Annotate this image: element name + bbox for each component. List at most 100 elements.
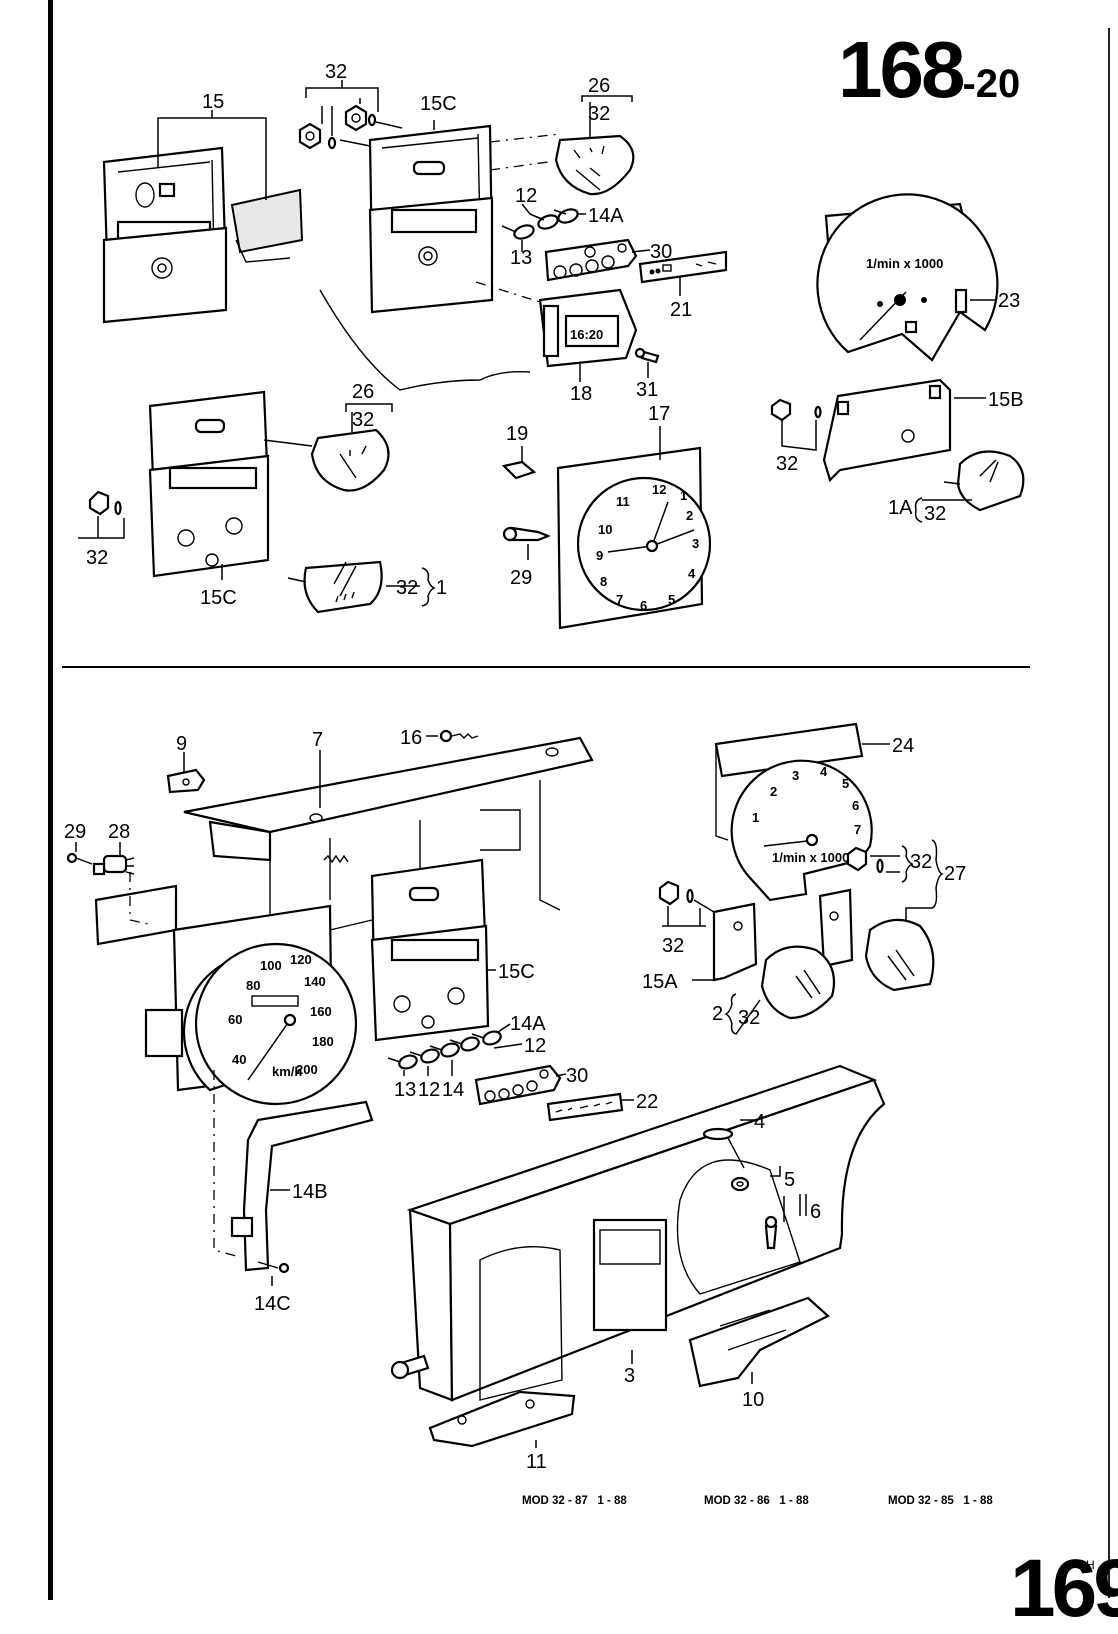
tacho-num-1: 1 bbox=[752, 810, 759, 825]
clock-display-text: 16:20 bbox=[570, 327, 603, 342]
callout-2: 2 bbox=[712, 1003, 723, 1025]
speedo-num-40: 40 bbox=[232, 1052, 246, 1067]
clock-num-2: 2 bbox=[686, 508, 693, 523]
leader-30-bottom bbox=[555, 1073, 567, 1077]
part-3-cluster-housing bbox=[390, 1064, 886, 1402]
tacho-num-2: 2 bbox=[770, 784, 777, 799]
callout-32-27: 32 bbox=[910, 851, 932, 873]
callout-32-15a: 32 bbox=[662, 935, 684, 957]
callout-30-bottom: 30 bbox=[566, 1065, 588, 1087]
callout-30-top: 30 bbox=[650, 241, 672, 263]
speedo-num-180: 180 bbox=[312, 1034, 334, 1049]
tacho-num-5: 5 bbox=[842, 776, 849, 791]
callout-15c-mid: 15C bbox=[200, 587, 237, 609]
callout-12-top: 12 bbox=[515, 185, 537, 207]
callout-24: 24 bbox=[892, 735, 914, 757]
part-28-connector bbox=[92, 854, 135, 876]
speedo-num-200: 200 bbox=[296, 1062, 318, 1077]
footer-model-code-2: MOD 32 - 86 1 - 88 bbox=[704, 1495, 809, 1507]
part-18-digital-clock: 16:20 bbox=[538, 288, 638, 368]
part-21-indicator-strip bbox=[638, 250, 728, 284]
clock-num-12: 12 bbox=[652, 482, 666, 497]
speedo-num-100: 100 bbox=[260, 958, 282, 973]
callout-26-mid: 26 bbox=[352, 381, 374, 403]
exploded-view-diagram: 15 32 15C bbox=[64, 61, 1025, 1473]
clock-num-7: 7 bbox=[616, 592, 623, 607]
callout-26-top: 26 bbox=[588, 75, 610, 97]
callout-14-bottom: 14 bbox=[442, 1079, 464, 1101]
clock-num-5: 5 bbox=[668, 592, 675, 607]
speedo-num-160: 160 bbox=[310, 1004, 332, 1019]
callout-1: 1 bbox=[436, 577, 447, 599]
speedometer-assembly: 40 60 80 100 120 140 160 180 200 km/h bbox=[144, 904, 358, 1106]
part-16-screw bbox=[426, 729, 479, 743]
lamp-bracket bbox=[94, 884, 178, 946]
callout-7: 7 bbox=[312, 729, 323, 751]
leader-12-top bbox=[521, 203, 531, 215]
callout-15b: 15B bbox=[988, 389, 1024, 411]
callout-14b: 14B bbox=[292, 1181, 328, 1203]
callout-11: 11 bbox=[526, 1451, 547, 1473]
callout-14c: 14C bbox=[254, 1293, 291, 1315]
callout-19: 19 bbox=[506, 423, 528, 445]
part-31-bulb bbox=[634, 347, 660, 364]
part-14c-screw bbox=[257, 1261, 290, 1286]
assembly-line-15c-bottom bbox=[329, 919, 373, 931]
corner-mark: H bbox=[1086, 1558, 1095, 1572]
page-number: 168-20 bbox=[838, 30, 1020, 110]
assembly-line-26-mid bbox=[263, 439, 313, 447]
callout-32-top: 32 bbox=[325, 61, 347, 83]
callout-6: 6 bbox=[810, 1201, 821, 1223]
part-19-clip bbox=[501, 446, 537, 480]
callout-12-bottom: 12 bbox=[418, 1079, 440, 1101]
clock-numerals: 12 1 2 3 4 5 6 7 8 9 10 11 bbox=[596, 482, 699, 613]
callout-32-1: 32 bbox=[396, 577, 418, 599]
part-6-screw bbox=[764, 1194, 807, 1250]
callout-12-bottom-right: 12 bbox=[524, 1035, 546, 1057]
part-15-housing bbox=[102, 146, 304, 324]
leader-30-top bbox=[631, 249, 651, 253]
part-1-gauge bbox=[287, 560, 383, 614]
assembly-line-clock bbox=[475, 281, 541, 303]
callout-5: 5 bbox=[784, 1169, 795, 1191]
callout-16: 16 bbox=[400, 727, 422, 749]
assembly-line-top-1 bbox=[489, 133, 561, 171]
callout-18: 18 bbox=[570, 383, 592, 405]
part-1a-gauge bbox=[956, 450, 1025, 512]
part-15c-housing-bottom bbox=[370, 858, 490, 1042]
part-2-gauge bbox=[760, 945, 836, 1020]
assembly-line-28 bbox=[129, 872, 149, 925]
callout-32-1a: 32 bbox=[924, 503, 946, 525]
part-32-fasteners-15a bbox=[658, 880, 715, 927]
callout-32-26mid: 32 bbox=[352, 409, 374, 431]
part-bulbs-bottom bbox=[387, 1023, 523, 1076]
part-17-analog-clock: 12 1 2 3 4 5 6 7 8 9 10 11 bbox=[556, 446, 712, 630]
leader-5 bbox=[770, 1166, 781, 1177]
part-15b-bracket bbox=[822, 378, 952, 483]
callout-29-top: 29 bbox=[510, 567, 532, 589]
callout-23: 23 bbox=[998, 290, 1020, 312]
part-24-tachometer: 1 2 3 4 5 6 7 1/min x 1000 bbox=[714, 722, 873, 902]
callout-14a-bottom: 14A bbox=[510, 1013, 546, 1035]
brace-1a bbox=[914, 497, 923, 523]
part-bulbs-top bbox=[501, 208, 579, 240]
brace-27 bbox=[905, 839, 944, 928]
clock-num-10: 10 bbox=[598, 522, 612, 537]
speedo-num-140: 140 bbox=[304, 974, 326, 989]
speedo-num-60: 60 bbox=[228, 1012, 242, 1027]
part-32-fasteners-15b bbox=[770, 398, 822, 451]
part-30-bulb-holder-bottom bbox=[474, 1064, 562, 1106]
part-26-gauge-mid bbox=[310, 428, 390, 492]
part-27-gauge bbox=[864, 918, 935, 992]
clock-num-3: 3 bbox=[692, 536, 699, 551]
callout-14a-top: 14A bbox=[588, 205, 624, 227]
footer-model-code-1: MOD 32 - 87 1 - 88 bbox=[522, 1495, 627, 1507]
callout-28: 28 bbox=[108, 821, 130, 843]
callout-32-left: 32 bbox=[86, 547, 108, 569]
part-32-nuts-top bbox=[298, 80, 403, 150]
callout-29-bottom: 29 bbox=[64, 821, 86, 843]
bracket-26-top bbox=[581, 95, 633, 138]
wiring-sketch-line bbox=[319, 289, 531, 391]
tacho-numerals: 1 2 3 4 5 6 7 1/min x 1000 bbox=[752, 764, 861, 865]
part-29-screw-top bbox=[502, 526, 551, 560]
